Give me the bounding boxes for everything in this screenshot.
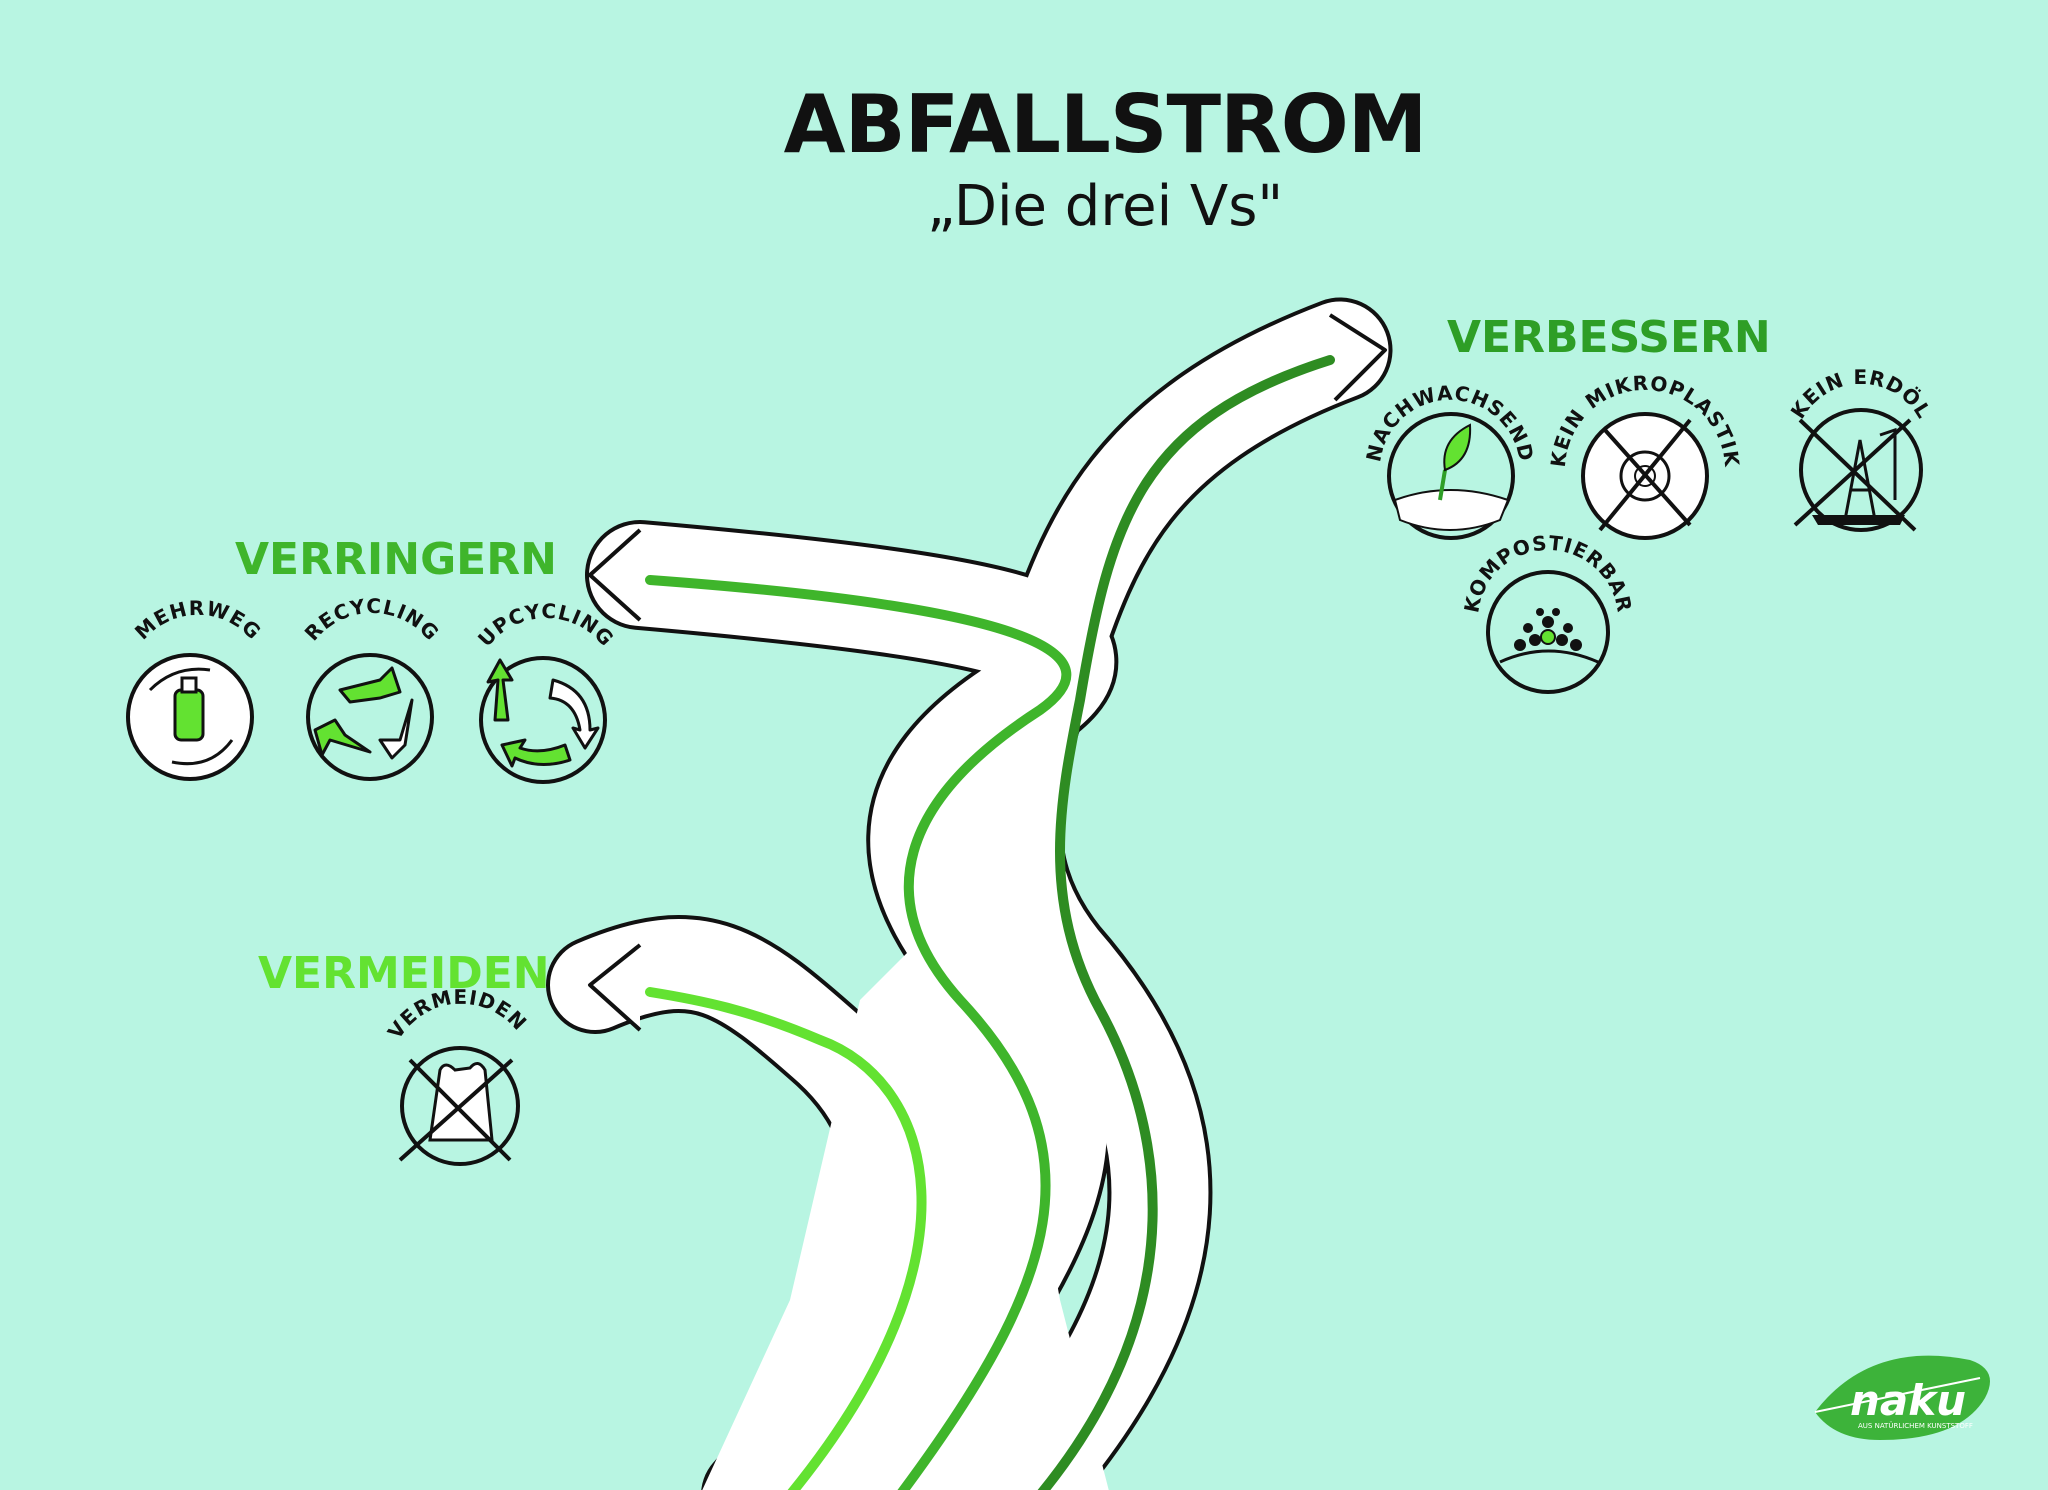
leaf-icon [1815, 1355, 1990, 1440]
heading-verbessern: VERBESSERN [1447, 312, 1771, 363]
icon-kein-mikroplastik: KEIN MIKROPLASTIK [1546, 371, 1743, 540]
icon-upcycling: UPCYCLING [473, 599, 618, 784]
waste-stream-road [546, 297, 1393, 1490]
sprout-icon [1443, 423, 1472, 472]
svg-text:MEHRWEG: MEHRWEG [130, 596, 266, 644]
page-subtitle: „Die drei Vs" [926, 174, 1284, 239]
heading-vermeiden: VERMEIDEN [258, 948, 550, 999]
icon-kompostierbar: KOMPOSTIERBAR [1459, 531, 1636, 694]
reusable-bottle-icon [173, 688, 205, 742]
svg-text:KEIN ERDÖL: KEIN ERDÖL [1786, 365, 1937, 423]
logo-tagline: AUS NATÜRLICHEM KUNSTSTOFF [1858, 1421, 1973, 1430]
lane-verbessern [1037, 355, 1335, 1490]
naku-logo: naku AUS NATÜRLICHEM KUNSTSTOFF [1814, 1355, 1990, 1440]
cross-icon [398, 1058, 514, 1162]
icon-label-recycling: RECYCLING [300, 594, 443, 646]
icon-vermeiden: VERMEIDEN [383, 985, 531, 1166]
icon-label-mehrweg: MEHRWEG [130, 596, 265, 644]
svg-text:RECYCLING: RECYCLING [300, 594, 444, 646]
icon-label-kein-erdoel: KEIN ERDÖL [1786, 365, 1936, 423]
plastic-bag-icon [428, 1062, 494, 1142]
page-title: ABFALLSTROM [783, 78, 1428, 171]
icon-nachwachsend: NACHWACHSEND [1361, 381, 1538, 540]
icon-kein-erdoel: KEIN ERDÖL [1786, 365, 1937, 532]
lane-vermeiden [645, 987, 927, 1490]
upcycling-icon [486, 658, 600, 768]
oil-rig-icon [1843, 427, 1897, 521]
cross-icon [1793, 418, 1917, 532]
lane-verringern [645, 575, 1072, 1490]
icon-mehrweg: MEHRWEG [126, 596, 266, 781]
icon-recycling: RECYCLING [300, 594, 444, 781]
heading-verringern: VERRINGERN [235, 534, 557, 585]
stream-lanes [645, 355, 1335, 1490]
compost-icon [1514, 608, 1582, 651]
recycling-icon [313, 666, 414, 760]
logo-name: naku [1850, 1376, 1966, 1425]
cross-icon [1598, 418, 1692, 532]
